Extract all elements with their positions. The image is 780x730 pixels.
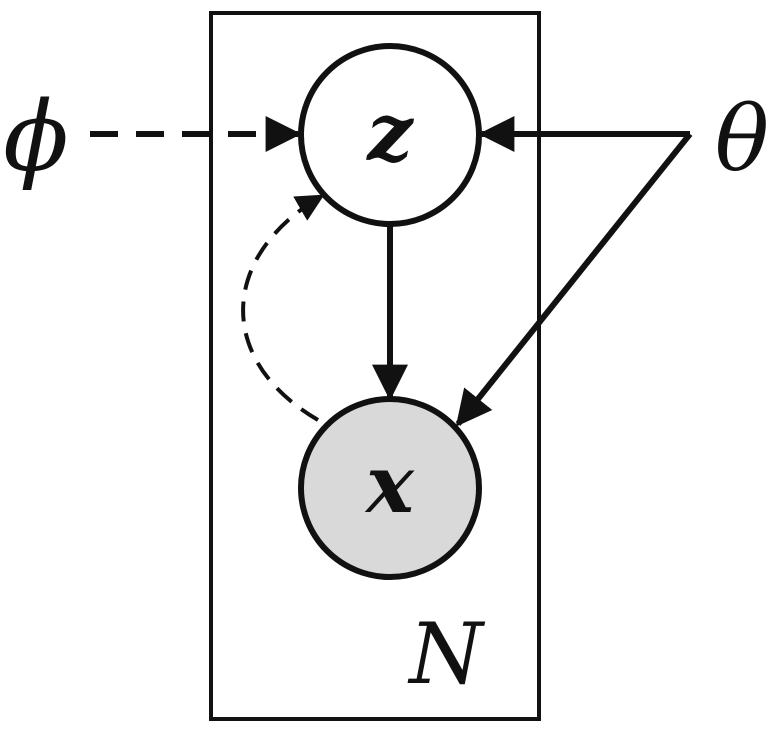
- label-x: x: [364, 437, 415, 531]
- label-plate-n: N: [407, 605, 485, 703]
- label-theta: θ: [715, 87, 769, 192]
- plate-rectangle: [209, 11, 541, 721]
- edge-theta-to-x: [455, 132, 693, 427]
- label-z: z: [365, 85, 414, 179]
- label-phi: ϕ: [3, 81, 68, 193]
- edge-x-to-z-inference: [241, 194, 325, 422]
